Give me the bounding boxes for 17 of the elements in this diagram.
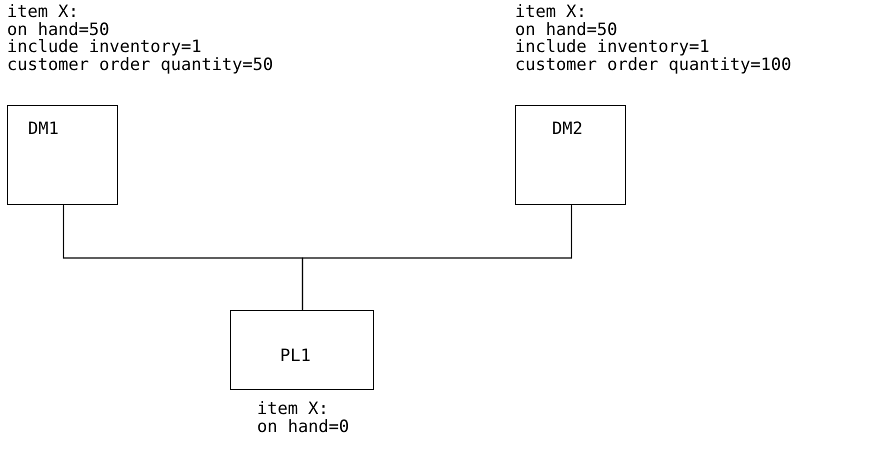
annotation-text: customer order quantity=50 [7,56,274,74]
annotation-text: include inventory=1 [7,39,202,56]
node-label: PL1 [280,347,311,365]
annotation-text: item X: [257,401,329,418]
node-label: DM1 [28,120,59,138]
annotation-text: on hand=0 [257,418,350,436]
annotation-text: on hand=50 [515,22,618,39]
annotation-text: include inventory=1 [515,39,710,56]
process-box [230,310,374,390]
connector-line [302,205,572,310]
annotation-text: customer order quantity=100 [515,56,792,74]
annotation-text: item X: [7,4,79,22]
annotation-text: on hand=50 [7,22,110,39]
process-box [7,105,118,205]
annotation-text: item X: [515,4,587,22]
process-box [515,105,626,205]
node-label: DM2 [552,120,583,138]
